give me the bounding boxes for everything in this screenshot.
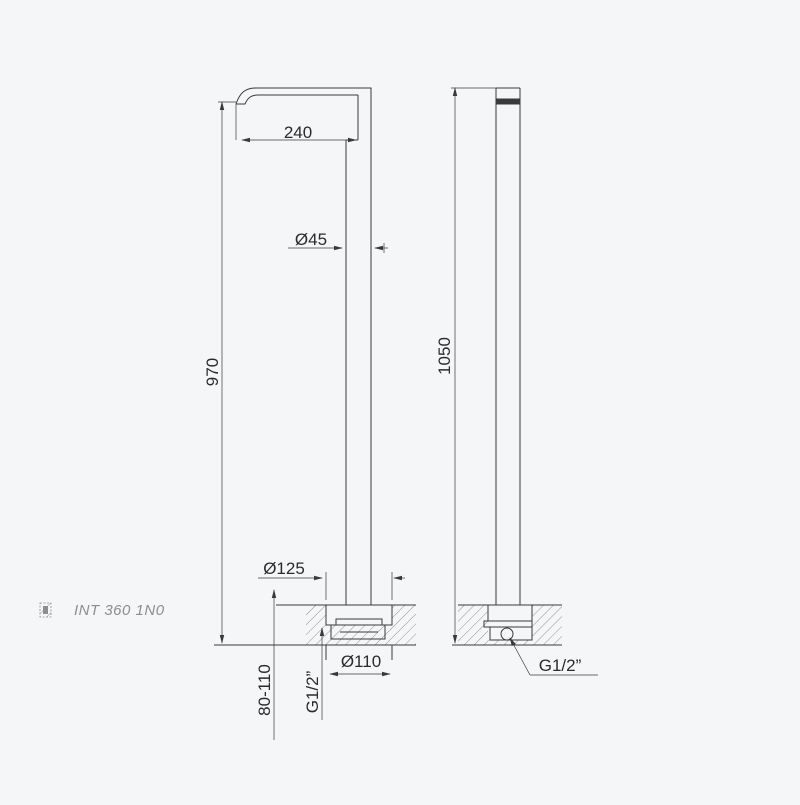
install-depth-label: 80-110 bbox=[255, 664, 274, 716]
front-base bbox=[325, 604, 393, 660]
base-diameter-label: Ø125 bbox=[263, 559, 305, 578]
front-connection-label: G1/2” bbox=[303, 670, 322, 713]
spout-reach-label: 240 bbox=[284, 123, 312, 142]
box-diameter-label: Ø110 bbox=[341, 652, 381, 671]
side-connection-label: G1/2” bbox=[539, 656, 582, 675]
pipe-diameter-label: Ø45 bbox=[295, 230, 327, 249]
front-view bbox=[214, 87, 416, 740]
product-code-label: INT 360 1N0 bbox=[74, 602, 165, 619]
hatched-square-icon bbox=[39, 602, 52, 618]
total-height-label: 970 bbox=[203, 358, 222, 386]
front-spout bbox=[235, 87, 372, 605]
side-view bbox=[451, 87, 598, 676]
side-base bbox=[483, 604, 533, 641]
front-floor-hatch bbox=[306, 605, 416, 645]
side-pipe bbox=[495, 87, 521, 605]
side-height-label: 1050 bbox=[435, 337, 454, 375]
